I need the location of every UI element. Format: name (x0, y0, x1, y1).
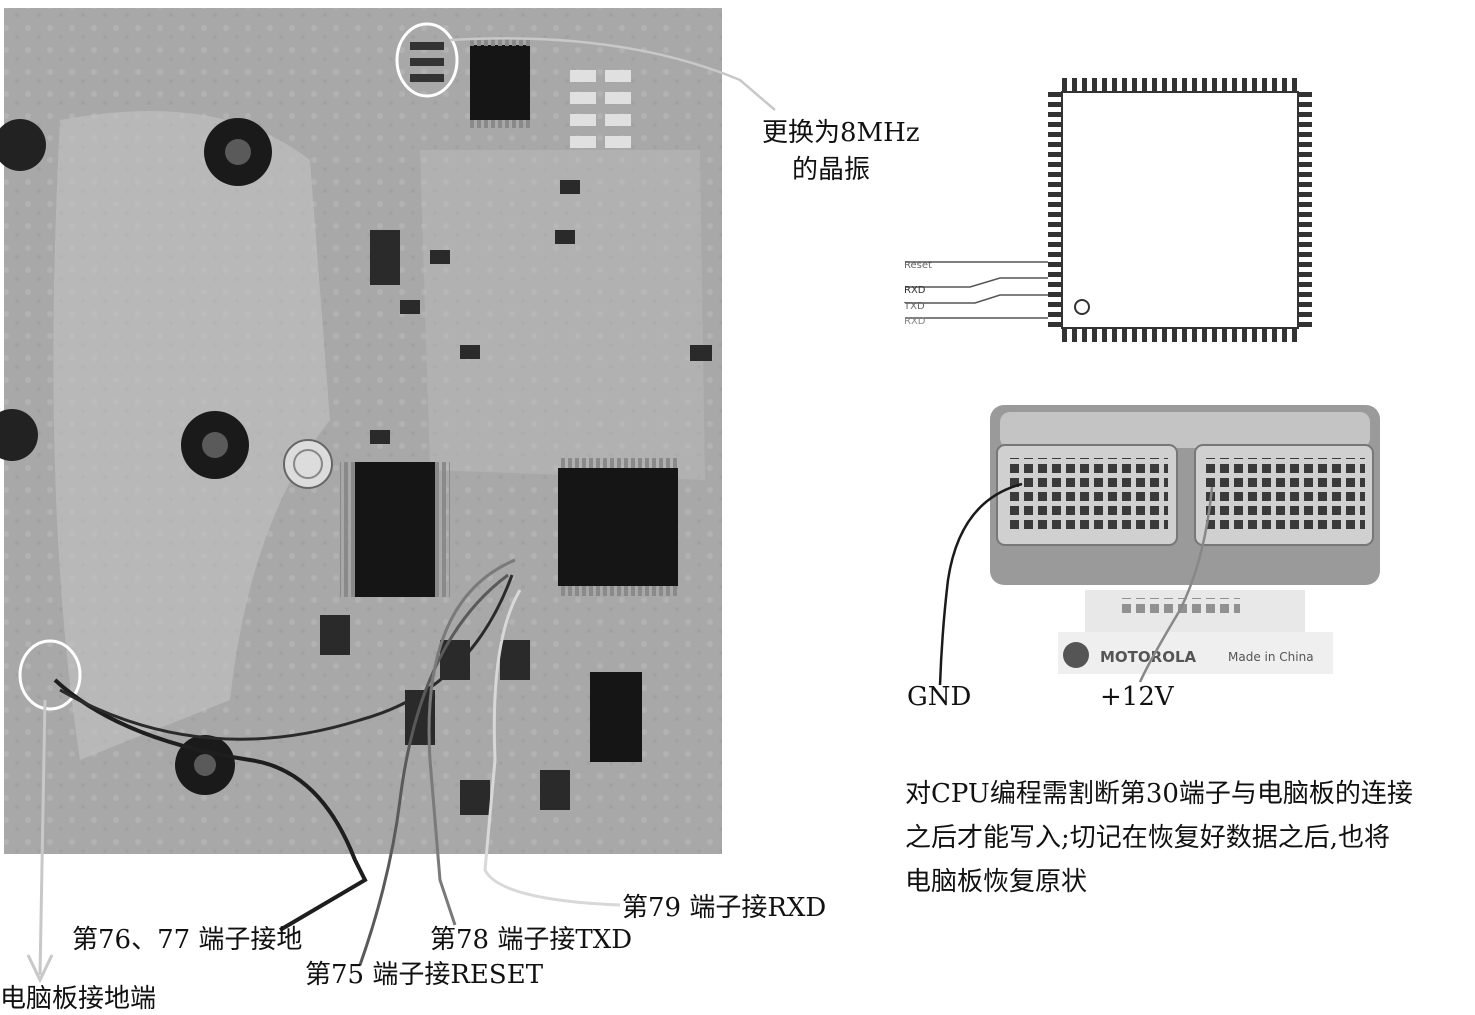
screw-hole (204, 118, 272, 186)
crystal-label-line2: 的晶振 (792, 155, 871, 185)
note-line-2: 之后才能写入;切记在恢复好数据之后,也将 (905, 823, 1391, 853)
ic-bottom (590, 672, 642, 762)
v12-label: +12V (1100, 682, 1174, 712)
pin76-77-label: 第76、77 端子接地 (72, 925, 303, 955)
note-line-1: 对CPU编程需割断第30端子与电脑板的连接 (905, 779, 1413, 809)
chip-pin-label: RXD (904, 285, 926, 296)
screw-hole (175, 735, 235, 795)
chip-pin-label: TXD (903, 301, 925, 312)
pin75-label: 第75 端子接RESET (305, 960, 544, 990)
v12-wire (1138, 486, 1214, 683)
pin79-label: 第79 端子接RXD (622, 893, 827, 923)
board-ground-label: 电脑板接地端 (0, 984, 157, 1014)
wire-txd (427, 558, 516, 926)
connector-origin: Made in China (1228, 650, 1314, 664)
note-line-3: 电脑板恢复原状 (905, 867, 1088, 897)
pin1-marker (1074, 299, 1090, 315)
motorola-logo-icon (1063, 642, 1089, 668)
wire-reset (358, 573, 509, 966)
gnd-label: GND (907, 682, 972, 712)
programming-note: 对CPU编程需割断第30端子与电脑板的连接 之后才能写入;切记在恢复好数据之后,… (905, 772, 1475, 904)
wire-rxd (483, 589, 621, 907)
crystal-leader-line (449, 37, 776, 111)
wire-ground (53, 678, 368, 932)
connector-brand: MOTOROLA (1100, 648, 1197, 666)
ic-top (470, 45, 530, 120)
crystal-label-line1: 更换为8MHz (762, 118, 920, 148)
cpu-chip (558, 468, 678, 586)
pin78-label: 第78 端子接TXD (430, 925, 633, 955)
screw-hole (181, 411, 249, 479)
gnd-wire (938, 482, 1023, 686)
chip-pin-label: RXD (904, 316, 926, 327)
ground-leader-arrow (26, 699, 54, 984)
chip-pin-label: Reset (904, 260, 932, 271)
crystal-highlight-circle (395, 22, 459, 98)
ground-highlight-circle (18, 639, 82, 711)
ic-middle (355, 462, 435, 597)
